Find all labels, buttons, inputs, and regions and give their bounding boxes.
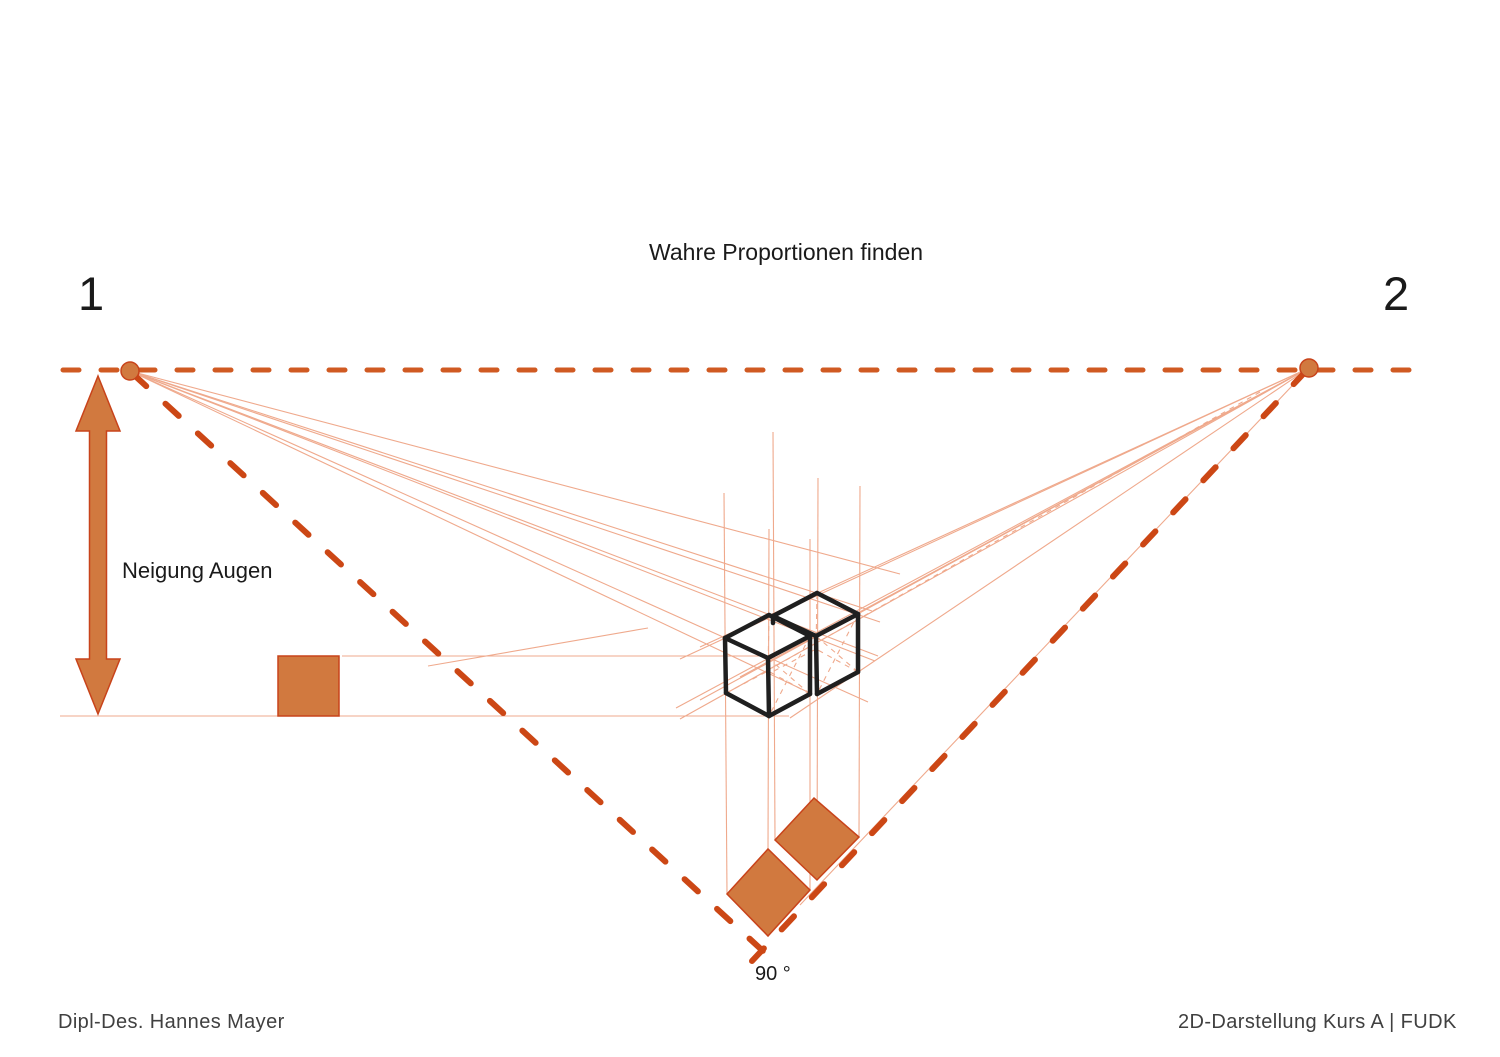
vanishing-point-2-label: 2 (1383, 267, 1410, 320)
eye-height-arrow (74, 373, 122, 717)
page-title: Wahre Proportionen finden (649, 239, 924, 265)
view-ray-left (130, 371, 778, 965)
angle-label: 90 ° (755, 963, 791, 985)
plan-squares (725, 796, 861, 938)
view-ray-right (749, 368, 1309, 964)
eye-height-label: Neigung Augen (122, 558, 273, 583)
vanishing-point-dots (120, 358, 1319, 381)
footer-course: 2D-Darstellung Kurs A | FUDK (1178, 1011, 1457, 1033)
construction-dashed-lines (725, 391, 1261, 717)
construction-lines (60, 367, 1310, 906)
vanishing-point-1-label: 1 (78, 267, 105, 320)
cube-front-edges (722, 612, 813, 719)
elevation-square (277, 655, 340, 717)
footer-author: Dipl-Des. Hannes Mayer (58, 1011, 285, 1033)
